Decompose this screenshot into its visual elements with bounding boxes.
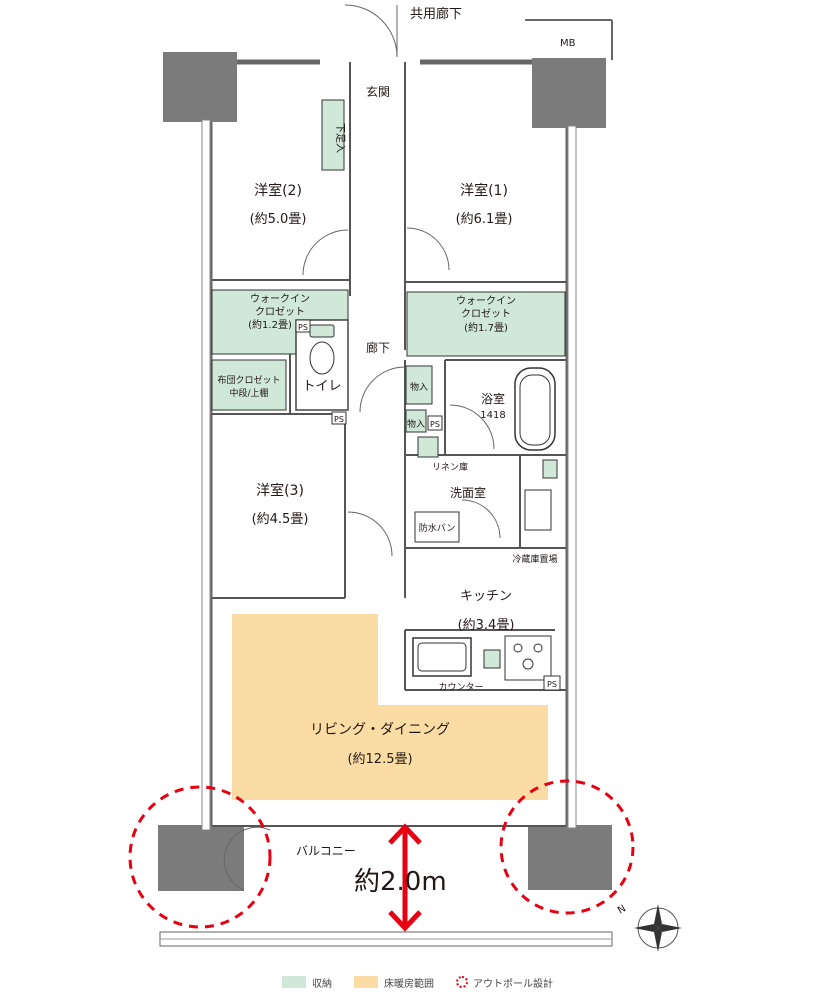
legend-storage-label: 収納 — [312, 978, 332, 990]
wic-right-l3: (約1.7畳) — [464, 321, 508, 334]
wic-left-l1: ウォークイン — [250, 293, 310, 305]
living-name: リビング・ダイニング — [310, 722, 450, 738]
meter-box-label: MB — [560, 38, 576, 49]
hallway-label: 廊下 — [366, 340, 390, 355]
compass-icon — [634, 904, 682, 952]
ps-boxes — [295, 319, 561, 691]
wic-left-l3: (約1.2畳) — [248, 318, 292, 331]
washroom-label: 洗面室 — [450, 485, 486, 500]
waterpan-label: 防水パン — [419, 522, 455, 534]
north-label: N — [616, 903, 628, 916]
entrance-label: 玄関 — [366, 84, 390, 99]
ps-label-1: PS — [298, 323, 308, 332]
bath-code: 1418 — [480, 410, 505, 421]
ps-label-3: PS — [430, 420, 440, 429]
living-size: (約12.5畳) — [347, 752, 412, 767]
outpole-circle-right — [499, 779, 635, 915]
ps-label-4: PS — [547, 680, 557, 689]
wic-right-l2: クロゼット — [461, 308, 511, 320]
kitchen-size: (約3.4畳) — [458, 618, 515, 633]
legend: 収納 床暖房範囲 アウトポール設計 — [282, 972, 575, 992]
legend-heating-label: 床暖房範囲 — [384, 978, 434, 990]
shoe-box-label: 下足入 — [334, 123, 346, 153]
fridge-label: 冷蔵庫置場 — [512, 553, 557, 565]
outpole-ring-icon — [456, 976, 468, 988]
pillar-bottom-left — [158, 825, 244, 891]
heating-swatch — [354, 976, 378, 988]
pillar-bottom-right — [528, 825, 612, 890]
storage2-label: 物入 — [407, 418, 425, 430]
floor-heating-area — [232, 614, 548, 800]
western3-size: (約4.5畳) — [252, 512, 309, 527]
western2-size: (約5.0畳) — [250, 212, 307, 227]
corridor-label: 共用廊下 — [410, 6, 462, 22]
pillar-top-right — [532, 58, 606, 128]
balcony-railing — [159, 931, 613, 947]
legend-heating: 床暖房範囲 — [354, 975, 434, 990]
doors — [223, 4, 501, 891]
legend-storage: 収納 — [282, 975, 332, 990]
pillar-top-left — [163, 52, 237, 122]
toilet-label: トイレ — [302, 379, 341, 394]
western2-name: 洋室(2) — [254, 182, 302, 199]
legend-outpole: アウトポール設計 — [456, 975, 553, 990]
storage1-label: 物入 — [410, 381, 428, 393]
balcony-label: バルコニー — [296, 844, 356, 858]
storage-swatch — [282, 976, 306, 988]
depth-label: 約2.0m — [354, 867, 447, 897]
wic-right-l1: ウォークイン — [456, 295, 516, 307]
futon-closet-l2: 中段/上棚 — [229, 387, 268, 399]
counter-label: カウンター — [438, 682, 483, 693]
storage-areas — [211, 99, 566, 669]
western1-size: (約6.1畳) — [456, 212, 513, 227]
kitchen-name: キッチン — [460, 589, 512, 604]
bath-name: 浴室 — [481, 391, 505, 406]
outpole-circle-left — [128, 785, 272, 929]
depth-arrow — [388, 823, 422, 932]
linen-label: リネン庫 — [432, 461, 468, 473]
futon-closet-l1: 布団クロゼット — [217, 374, 280, 386]
ps-label-2: PS — [334, 415, 344, 424]
legend-outpole-label: アウトポール設計 — [473, 978, 553, 990]
wic-left-l2: クロゼット — [255, 306, 305, 318]
western1-name: 洋室(1) — [460, 182, 508, 199]
western3-name: 洋室(3) — [256, 482, 304, 499]
